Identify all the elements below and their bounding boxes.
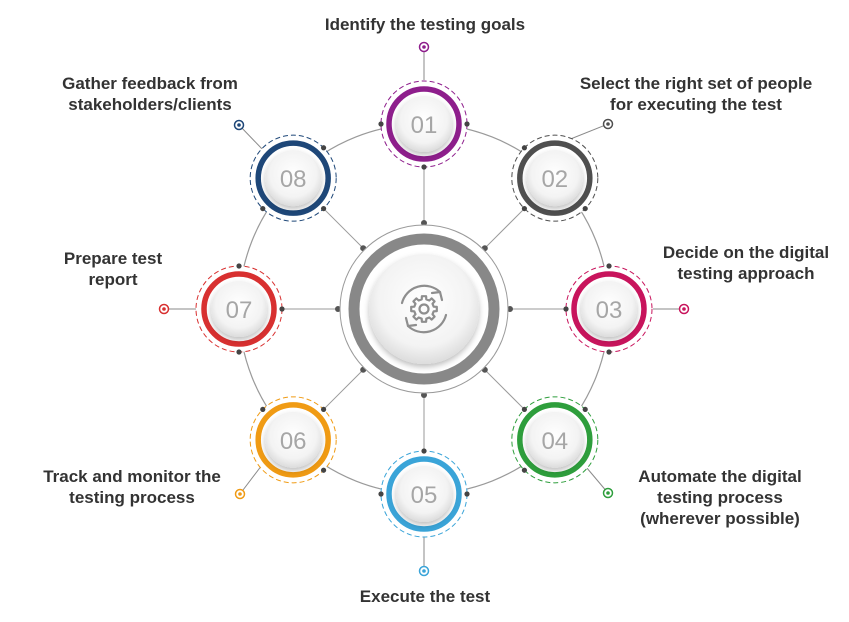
step-inner-disc [211,281,267,337]
leader-marker-dot [606,491,610,495]
ring-joint-dot [606,263,612,269]
ring-joint-dot [464,491,470,497]
spoke-joint-dot [320,205,327,212]
step-inner-disc [265,411,322,468]
leader-marker-dot [606,122,610,126]
ring-joint-dot [582,205,588,212]
hub-thick-ring [348,233,500,385]
spoke-joint-dot [421,392,427,398]
ring-joint-dot [236,263,242,269]
step-node-03: 03 [563,263,653,355]
step-node-04: 04 [511,396,599,484]
step-label-line: Execute the test [359,587,491,606]
step-label-07: Prepare test report [48,248,178,290]
step-nodes: 01 02 03 04 05 06 07 08 [195,80,653,538]
step-label-06: Track and monitor the testing process [22,466,242,508]
step-label-03: Decide on the digital testing approach [648,242,844,284]
step-label-line: testing process [657,488,783,507]
step-label-line: testing approach [677,264,815,283]
arrow-arc-top [400,284,442,305]
step-node-08: 08 [249,134,337,222]
ring-joint-dot [378,121,384,127]
ring-joint-dot [320,467,327,473]
step-label-line: (wherever possible) [640,509,800,528]
gear-sync-icon [400,284,448,334]
step-label-04: Automate the digital testing process (wh… [622,466,818,529]
ring-joint-dot [260,205,266,212]
step-label-02: Select the right set of people for execu… [560,73,832,115]
spoke-joint-dot [521,406,528,413]
hub-inner-disc [369,254,479,364]
step-label-01: Identify the testing goals [312,14,538,35]
arrow-head-bottom [404,316,418,328]
step-label-line: Automate the digital [638,467,802,486]
leader-marker-dot [237,123,241,127]
step-number: 08 [280,166,307,193]
spoke-joint-dot [507,306,513,312]
step-node-07: 07 [195,263,285,355]
step-number: 07 [226,297,253,324]
step-node-01: 01 [378,80,470,170]
ring-joint-dot [582,406,588,413]
arrow-head-top [430,290,444,302]
step-inner-disc [526,411,583,468]
step-label-line: Gather feedback from [62,74,238,93]
step-number: 06 [280,428,307,455]
ring-joint-dot [378,491,384,497]
step-label-line: stakeholders/clients [68,95,232,114]
step-label-08: Gather feedback from stakeholders/client… [42,73,258,115]
step-label-05: Execute the test [340,586,510,607]
spoke-joint-dot [421,220,427,226]
leader-marker-dot [422,45,426,49]
spoke-joint-dot [421,164,427,170]
step-label-line: Select the right set of people [579,74,813,93]
step-node-02: 02 [511,134,599,222]
ring-joint-dot [521,467,528,473]
gear-shape [410,295,438,323]
ring-joint-dot [464,121,470,127]
spoke-joint-dot [421,448,427,454]
spoke-joint-dot [563,306,569,312]
step-inner-disc [526,150,583,207]
spoke-joint-dot [279,306,285,312]
ring-joint-dot [320,145,327,151]
step-label-line: Decide on the digital [662,243,830,262]
ring-joint-dot [260,406,266,413]
arrow-arc-bottom [406,313,448,334]
step-label-line: Identify the testing goals [324,15,526,34]
step-number: 01 [411,112,438,139]
step-inner-disc [265,150,322,207]
step-number: 05 [411,482,438,509]
leader-marker-dot [422,569,426,573]
step-inner-disc [581,281,637,337]
leader-marker-dot [682,307,686,311]
center-hub [339,224,509,394]
ring-joint-dot [236,349,242,355]
leader-marker-dot [238,492,242,496]
step-inner-disc [396,96,452,152]
spoke-joint-dot [335,306,341,312]
step-label-line: Track and monitor the [43,467,221,486]
step-label-line: for executing the test [610,95,782,114]
gear-hole [418,303,430,315]
step-label-line: Prepare test [63,249,163,268]
spoke-joint-dot [521,205,528,212]
step-node-06: 06 [249,396,337,484]
spoke-joint-dot [320,406,327,413]
step-label-line: report [88,270,138,289]
step-number: 02 [541,166,568,193]
ring-joint-dot [521,145,528,151]
ring-joint-dot [606,349,612,355]
leader-marker-dot [162,307,166,311]
step-node-05: 05 [378,448,470,538]
leader-line [238,124,266,153]
step-number: 04 [541,428,568,455]
step-label-line: testing process [69,488,195,507]
step-inner-disc [396,466,452,522]
step-number: 03 [596,297,623,324]
